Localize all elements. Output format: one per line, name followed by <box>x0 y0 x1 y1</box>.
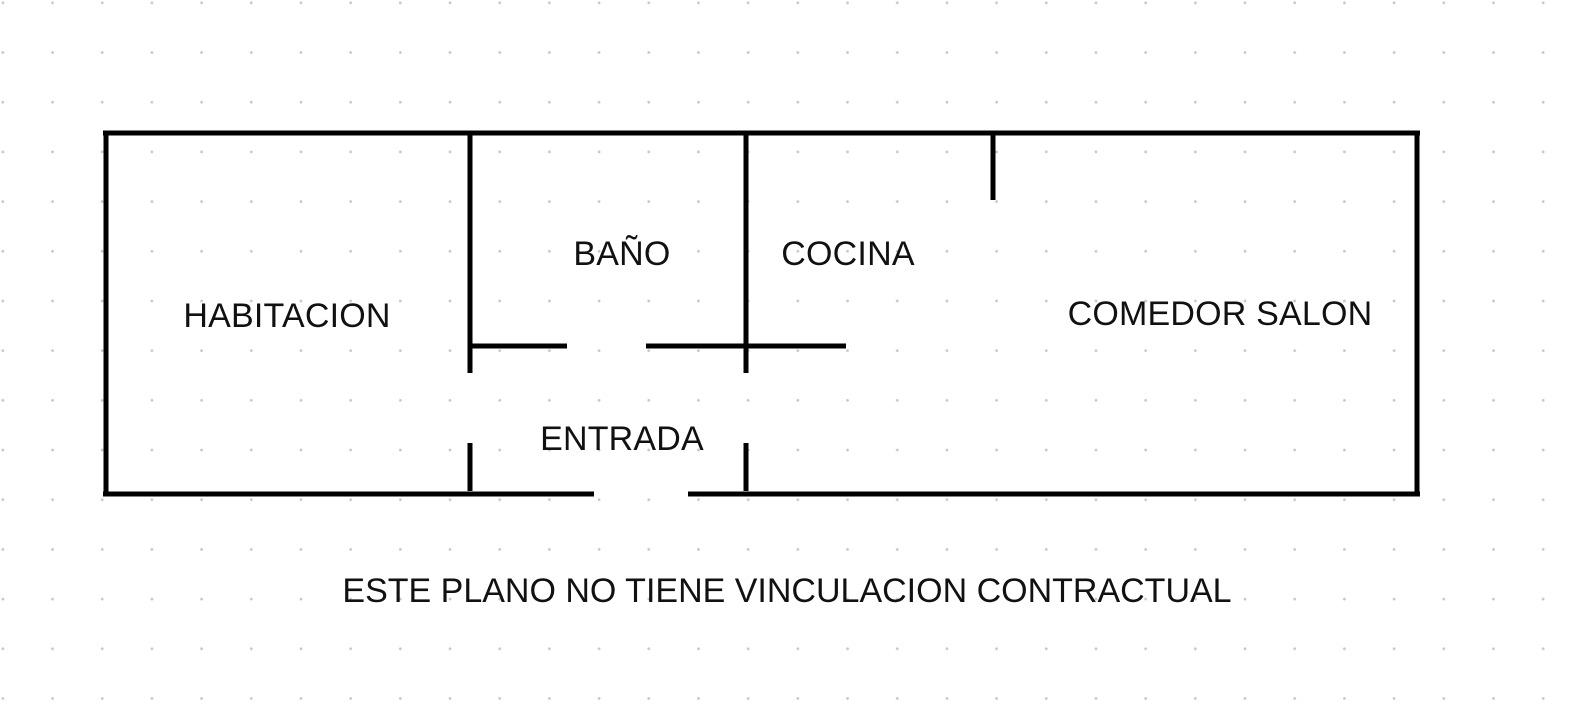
disclaimer-text: ESTE PLANO NO TIENE VINCULACION CONTRACT… <box>342 572 1231 610</box>
room-labels: HABITACION BAÑO COCINA COMEDOR SALON ENT… <box>183 235 1372 458</box>
walls <box>103 130 1420 497</box>
room-label-comedor-salon: COMEDOR SALON <box>1068 295 1373 333</box>
room-label-bano: BAÑO <box>573 235 670 273</box>
room-label-habitacion: HABITACION <box>183 297 390 335</box>
room-label-cocina: COCINA <box>781 235 915 273</box>
room-label-entrada: ENTRADA <box>540 420 704 458</box>
